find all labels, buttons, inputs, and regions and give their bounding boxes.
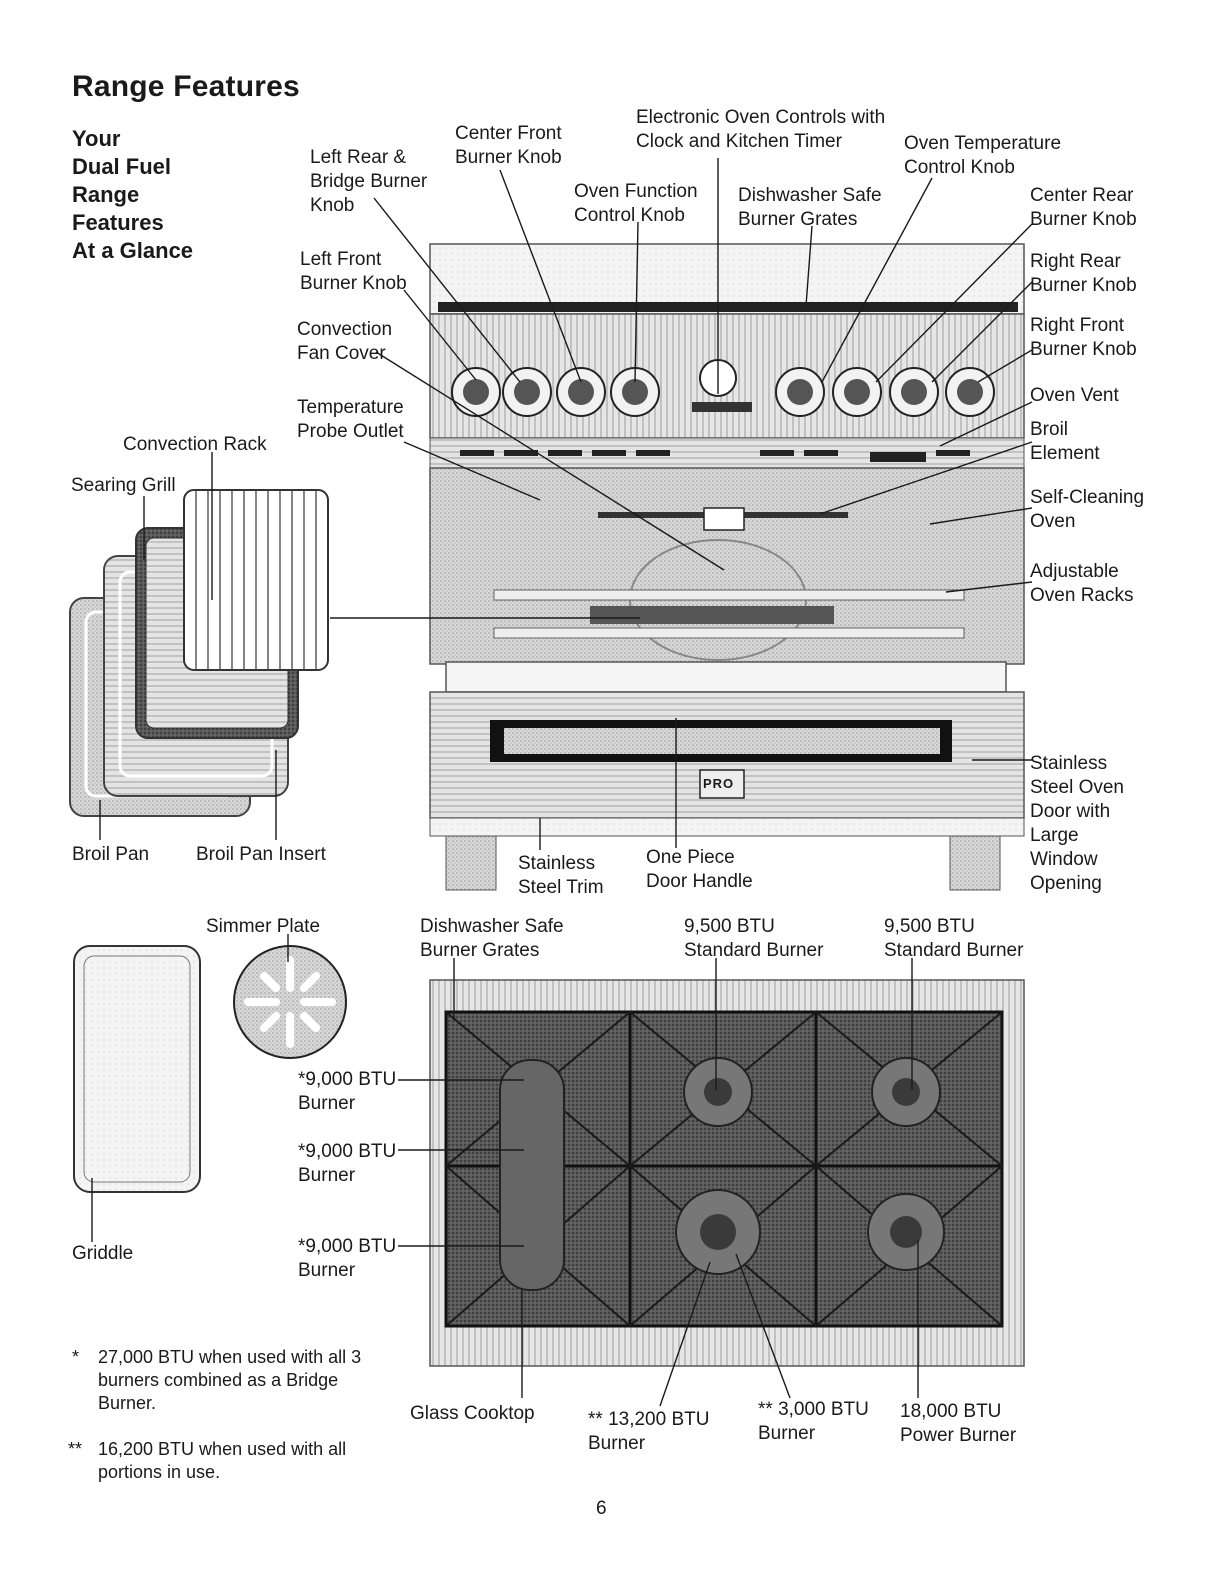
label-oven-temp-knob: Oven Temperature Control Knob <box>904 133 1062 178</box>
convection-rack-illustration <box>183 489 329 671</box>
label-stainless-trim: Stainless Steel Trim <box>518 853 604 898</box>
page-number: 6 <box>596 1498 607 1519</box>
label-oven-function-knob: Oven Function Control Knob <box>574 181 698 226</box>
leader-lines <box>91 158 1033 1407</box>
label-convection-fan-cover: Convection Fan Cover <box>297 319 393 364</box>
footnote-double-mark: ** <box>68 1439 83 1459</box>
label-power-burner: 18,000 BTU Power Burner <box>900 1401 1017 1446</box>
label-bridge-burner-1: *9,000 BTU Burner <box>298 1069 397 1114</box>
label-left-rear-bridge-knob: Left Rear & Bridge Burner Knob <box>310 147 428 216</box>
label-right-front-knob: Right Front Burner Knob <box>1030 315 1137 360</box>
label-door-handle: One Piece Door Handle <box>646 847 753 892</box>
label-burner-3000: ** 3,000 BTU Burner <box>758 1399 869 1444</box>
label-broil-pan-insert: Broil Pan Insert <box>196 844 326 865</box>
label-oven-vent: Oven Vent <box>1030 385 1119 406</box>
page-title: Range Features <box>72 70 300 103</box>
label-broil-element: Broil Element <box>1030 419 1100 464</box>
label-dishwasher-grates-top: Dishwasher Safe Burner Grates <box>738 185 882 230</box>
simmer-plate-illustration <box>233 945 347 1059</box>
footnote-single-text: 27,000 BTU when used with all 3 burners … <box>98 1347 362 1413</box>
label-bridge-burner-2: *9,000 BTU Burner <box>298 1141 397 1186</box>
cooktop-illustration <box>429 979 1025 1367</box>
label-burner-13200: ** 13,200 BTU Burner <box>588 1409 710 1454</box>
griddle-illustration <box>73 945 201 1193</box>
label-convection-rack: Convection Rack <box>123 434 267 455</box>
label-center-front-knob: Center Front Burner Knob <box>455 123 562 168</box>
page-subtitle: Your Dual Fuel Range Features At a Glanc… <box>72 126 194 263</box>
label-adjustable-racks: Adjustable Oven Racks <box>1030 561 1134 606</box>
label-left-front-knob: Left Front Burner Knob <box>300 249 407 294</box>
footnote-single-mark: * <box>72 1347 80 1367</box>
label-bridge-burner-3: *9,000 BTU Burner <box>298 1236 397 1281</box>
brand-badge: PRO <box>703 776 735 791</box>
label-searing-grill: Searing Grill <box>71 475 176 496</box>
label-std-burner-right: 9,500 BTU Standard Burner <box>884 916 1024 961</box>
footnote-double-text: 16,200 BTU when used with all portions i… <box>98 1439 347 1482</box>
label-simmer-plate: Simmer Plate <box>206 916 321 937</box>
label-electronic-controls: Electronic Oven Controls with Clock and … <box>636 107 886 152</box>
range-front-illustration <box>429 243 1025 891</box>
label-dishwasher-grates: Dishwasher Safe Burner Grates <box>420 916 564 961</box>
label-right-rear-knob: Right Rear Burner Knob <box>1030 251 1137 296</box>
label-temperature-probe-outlet: Temperature Probe Outlet <box>297 397 404 442</box>
label-std-burner-left: 9,500 BTU Standard Burner <box>684 916 824 961</box>
label-self-cleaning-oven: Self-Cleaning Oven <box>1030 487 1145 532</box>
label-broil-pan: Broil Pan <box>72 844 150 865</box>
label-griddle: Griddle <box>72 1243 134 1264</box>
label-glass-cooktop: Glass Cooktop <box>410 1403 535 1424</box>
label-stainless-door: Stainless Steel Oven Door with Large Win… <box>1030 753 1124 894</box>
label-center-rear-knob: Center Rear Burner Knob <box>1030 185 1137 230</box>
